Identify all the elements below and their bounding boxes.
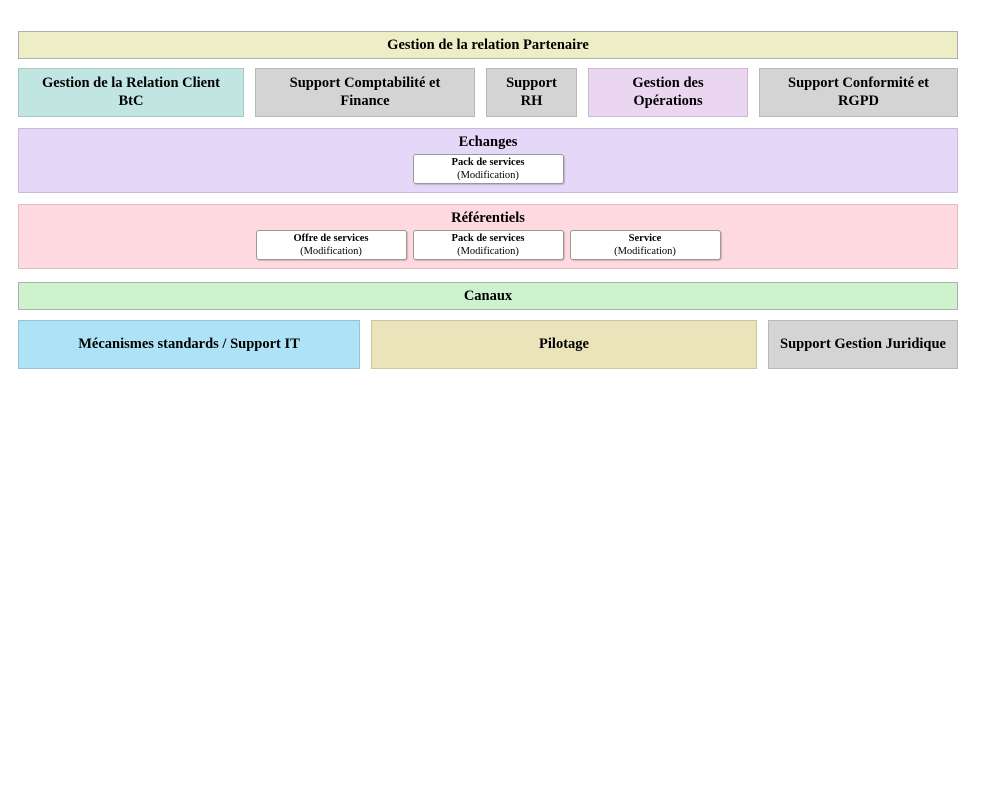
node-name: Pack de services — [451, 232, 525, 244]
diagram-content: Gestion de la relation Partenaire Gestio… — [18, 31, 958, 369]
diagram-title: Gestion de la relation Partenaire — [387, 36, 589, 53]
node-qualifier: (Modification) — [457, 245, 519, 257]
capability-block-mecanismes-standards-support-it: Mécanismes standards / Support IT — [18, 320, 360, 369]
diagram-node-service: Service (Modification) — [569, 229, 721, 260]
capability-block-support-gestion-juridique: Support Gestion Juridique — [768, 320, 958, 369]
section-referentiels: Référentiels Offre de services (Modifica… — [18, 204, 958, 269]
capability-block-pilotage: Pilotage — [371, 320, 757, 369]
diagram-node-pack-de-services: Pack de services (Modification) — [412, 153, 564, 184]
node-name: Pack de services — [451, 156, 525, 168]
diagram-node-offre-de-services: Offre de services (Modification) — [255, 229, 407, 260]
bottom-row: Mécanismes standards / Support IT Pilota… — [18, 320, 958, 369]
diagram-node-pack-de-services: Pack de services (Modification) — [412, 229, 564, 260]
capability-block-support-conformite-rgpd: Support Conformité et RGPD — [759, 68, 958, 117]
capability-block-label: Support Conformité et RGPD — [788, 75, 929, 109]
diagram-title-bar: Gestion de la relation Partenaire — [18, 31, 958, 59]
node-qualifier: (Modification) — [300, 245, 362, 257]
section-referentiels-items: Offre de services (Modification) Pack de… — [255, 229, 721, 260]
capability-block-support-rh: Support RH — [486, 68, 577, 117]
section-echanges-title: Echanges — [458, 134, 518, 150]
node-name: Service — [628, 232, 662, 244]
capability-block-label: Gestion de la Relation Client BtC — [41, 75, 221, 109]
capability-block-label: Gestion des Opérations — [632, 75, 704, 109]
node-qualifier: (Modification) — [457, 169, 519, 181]
capability-row: Gestion de la Relation Client BtC Suppor… — [18, 68, 958, 117]
section-canaux-title: Canaux — [463, 287, 513, 304]
node-qualifier: (Modification) — [614, 245, 676, 257]
capability-block-gestion-operations: Gestion des Opérations — [588, 68, 748, 117]
section-referentiels-title: Référentiels — [451, 210, 525, 226]
capability-block-label: Mécanismes standards / Support IT — [78, 335, 300, 352]
capability-block-label: Pilotage — [539, 335, 589, 352]
section-echanges: Echanges Pack de services (Modification) — [18, 128, 958, 193]
capability-block-label: Support RH — [506, 75, 557, 109]
capability-block-label: Support Gestion Juridique — [780, 335, 946, 352]
node-name: Offre de services — [293, 232, 369, 244]
capability-block-label: Support Comptabilité et Finance — [289, 75, 441, 109]
section-canaux: Canaux — [18, 282, 958, 310]
capability-block-support-comptabilite-finance: Support Comptabilité et Finance — [255, 68, 475, 117]
capability-block-gestion-relation-client-btc: Gestion de la Relation Client BtC — [18, 68, 244, 117]
section-echanges-items: Pack de services (Modification) — [412, 153, 564, 184]
